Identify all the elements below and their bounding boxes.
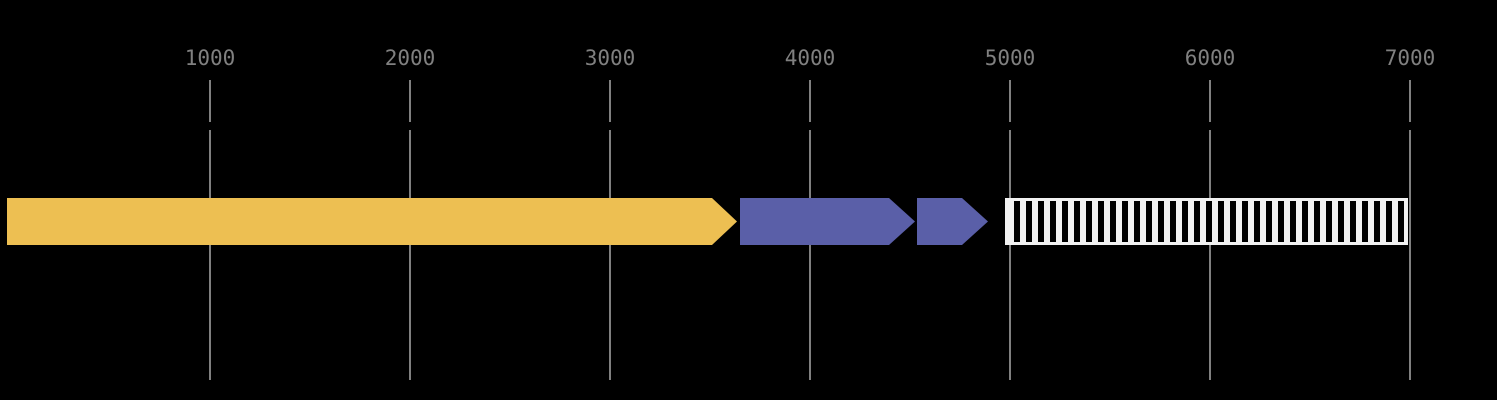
- yellow-arrow-feature[interactable]: [7, 198, 737, 245]
- arrow-glyph: [917, 198, 988, 245]
- arrow-glyph: [7, 198, 737, 245]
- axis-gridline: [1409, 80, 1411, 380]
- arrow-glyph: [740, 198, 915, 245]
- purple-arrow-feature-2[interactable]: [917, 198, 988, 245]
- axis-tick-label: 7000: [1384, 46, 1436, 70]
- axis-tick-label: 6000: [1184, 46, 1236, 70]
- axis-tick-label: 5000: [984, 46, 1036, 70]
- axis-tick-label: 1000: [184, 46, 236, 70]
- axis-tick-label: 4000: [784, 46, 836, 70]
- striped-box-feature[interactable]: [1005, 198, 1408, 245]
- axis-tick-label: 2000: [384, 46, 436, 70]
- purple-arrow-feature-1[interactable]: [740, 198, 915, 245]
- axis-tick-label: 3000: [584, 46, 636, 70]
